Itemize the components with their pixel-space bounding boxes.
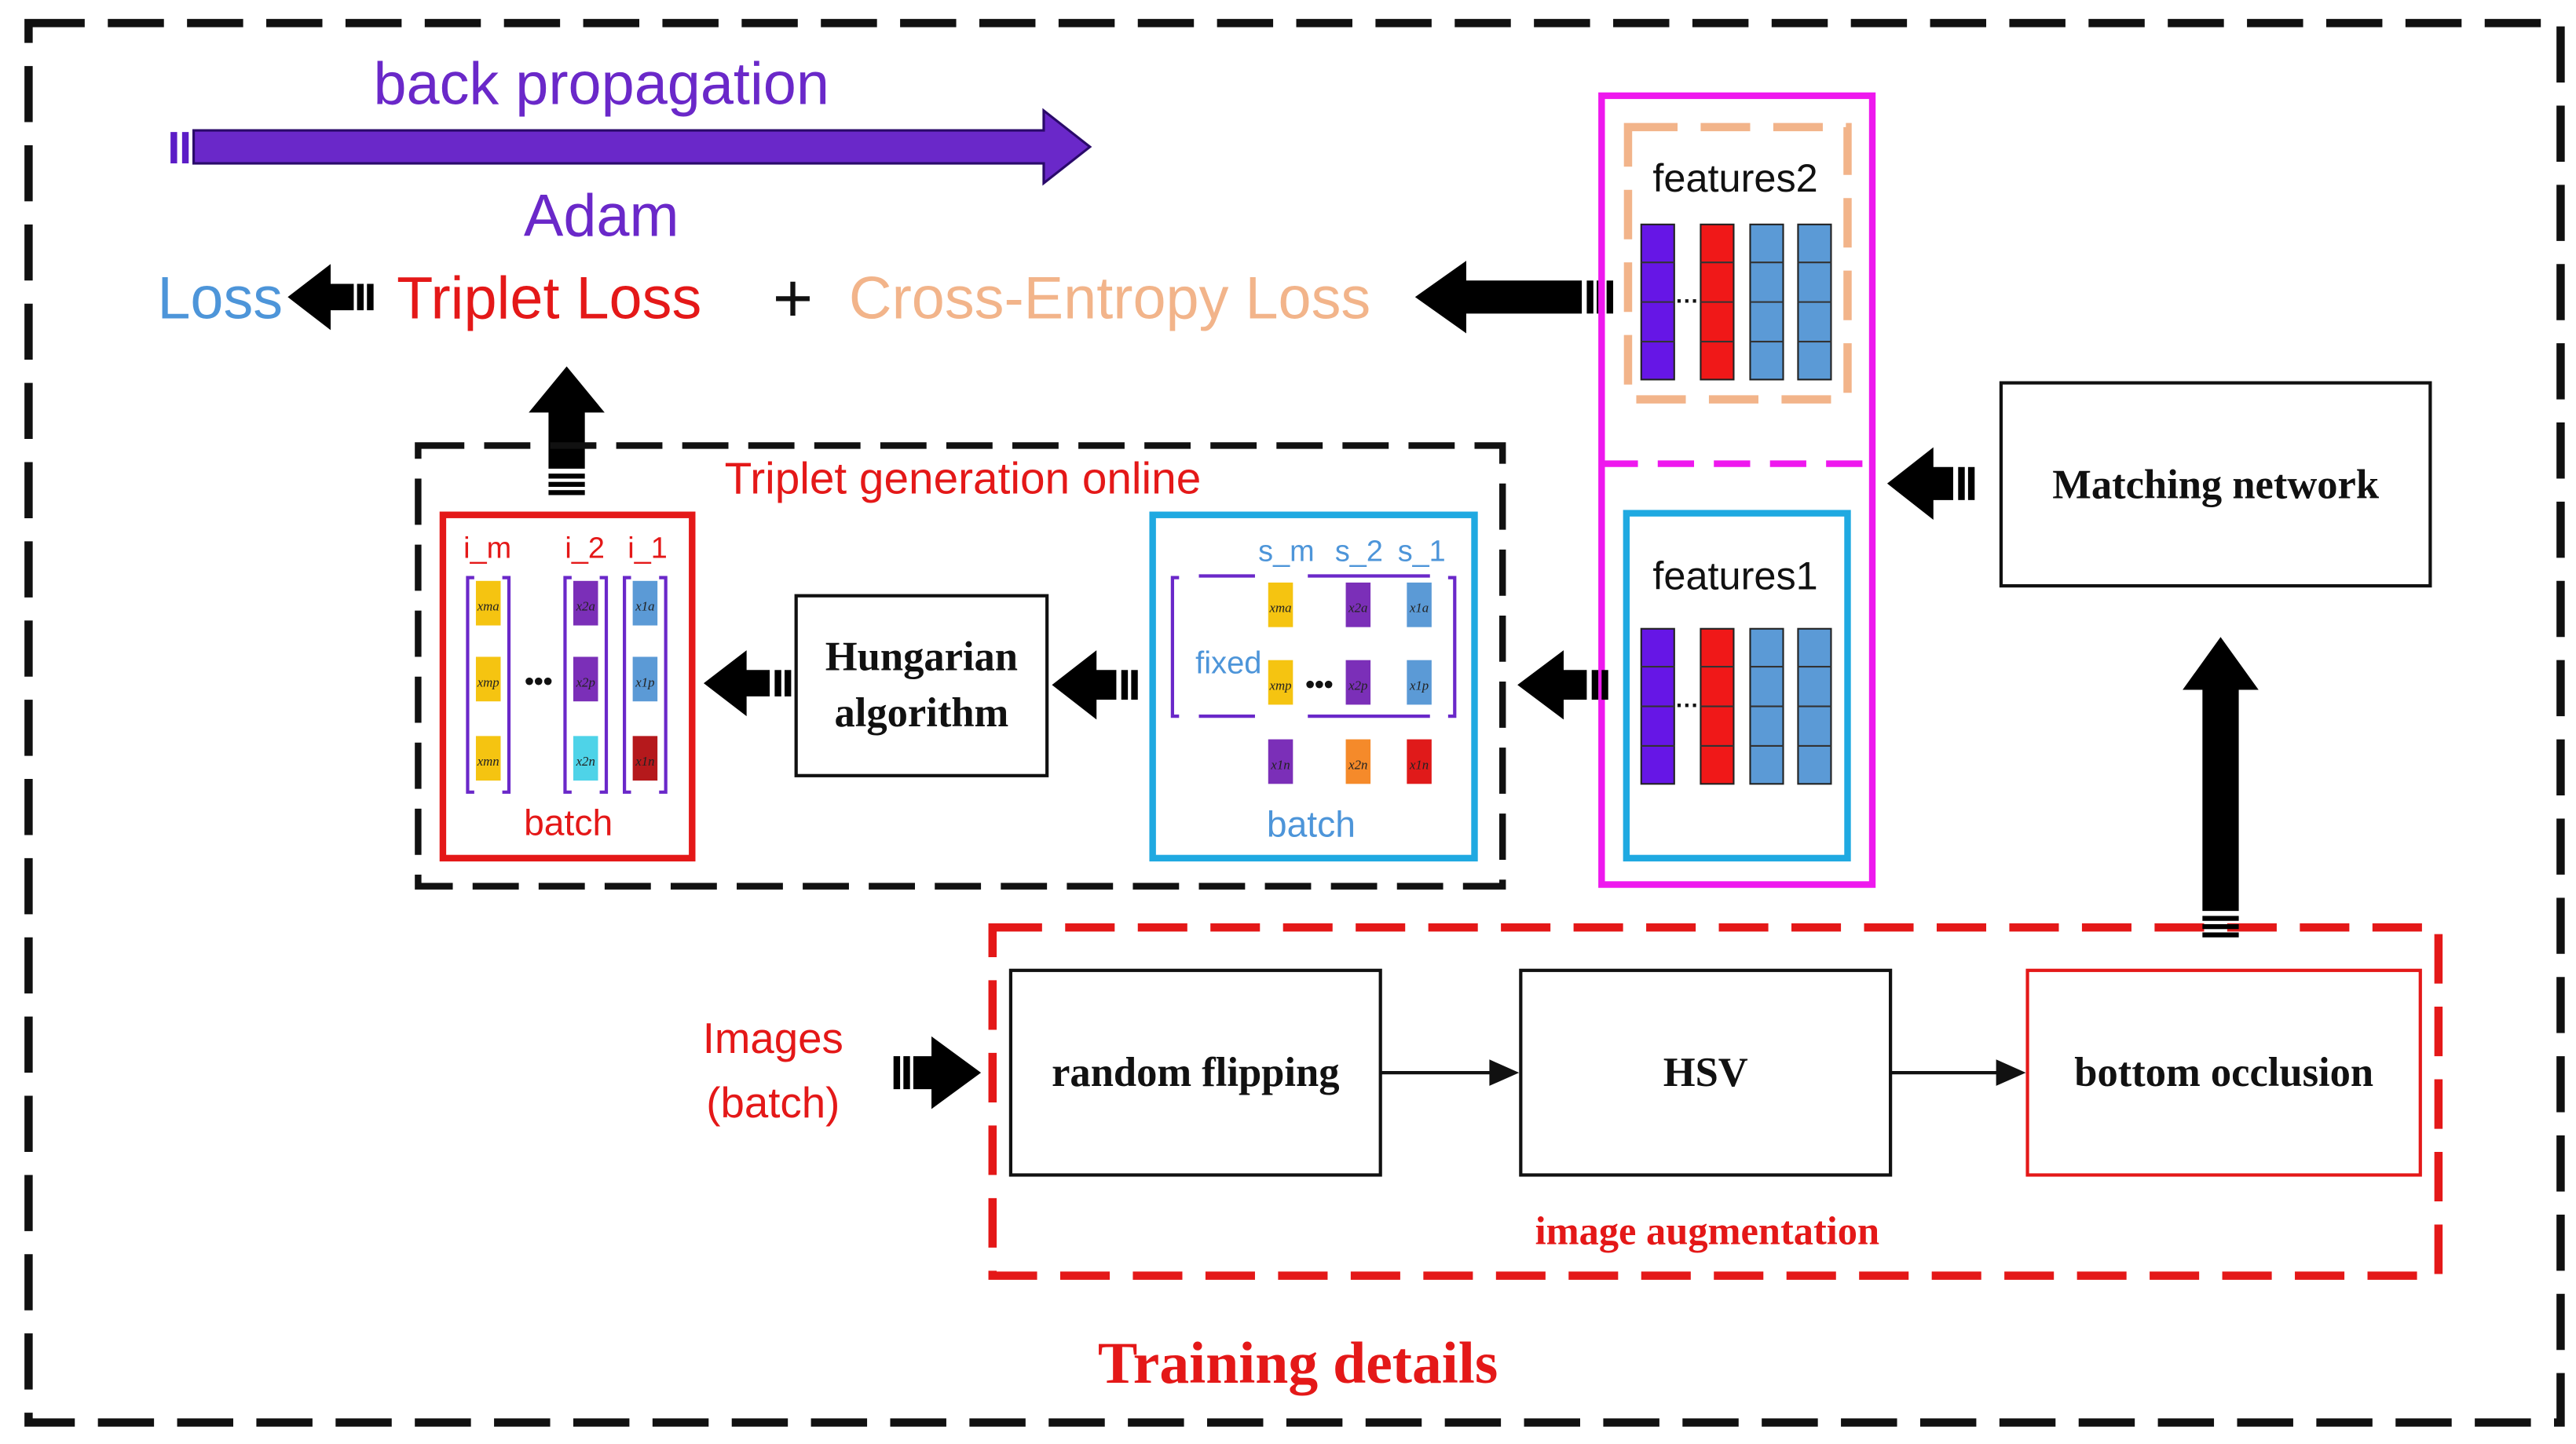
anchor-col-label-m: i_m — [463, 532, 511, 565]
anchor-tile — [573, 580, 598, 626]
fixed-bracket — [1170, 574, 1457, 718]
hsv-to-occlusion-arrow — [1890, 1059, 2026, 1086]
loss-arrow — [287, 264, 374, 331]
plus-sign: + — [773, 259, 814, 337]
augmentation-to-matching-arrow — [2183, 637, 2259, 938]
outer-border — [24, 19, 2565, 1427]
images-label-line1: Images — [703, 1014, 843, 1062]
fixed-label: fixed — [1195, 645, 1261, 680]
matching-network-box — [1999, 381, 2432, 588]
hungarian-label-line2: algorithm — [835, 690, 1009, 736]
anchor-brackets — [466, 576, 668, 794]
random-flipping-label: random flipping — [1052, 1050, 1339, 1095]
anchor-tile — [573, 736, 598, 781]
feature-tile-label: x2n — [1348, 757, 1367, 772]
feature-tile — [1345, 582, 1371, 627]
images-label-line2: (batch) — [706, 1079, 840, 1127]
feature-tile-label: x2p — [1348, 678, 1367, 693]
feature-tile-label: x2a — [1348, 601, 1367, 616]
feature-tile — [1345, 660, 1371, 705]
triplet-up-arrow — [529, 366, 605, 495]
feature-tile — [1407, 660, 1432, 705]
anchor-batch-box — [439, 511, 696, 862]
anchor-tile-label: x1a — [635, 599, 654, 614]
hsv-label: HSV — [1663, 1050, 1748, 1095]
feature-tile — [1268, 660, 1293, 705]
anchor-tile-label: xmn — [477, 754, 499, 769]
feature-col-label-2: s_2 — [1335, 536, 1383, 568]
back-propagation-label: back propagation — [373, 51, 829, 117]
features2-dots: ··· — [1676, 288, 1699, 314]
triplet-generation-box — [415, 442, 1506, 890]
anchor-tile-label: x1n — [635, 754, 654, 769]
loss-label: Loss — [157, 266, 283, 332]
adam-label: Adam — [524, 184, 679, 250]
feature-tile-label: xmp — [1269, 678, 1292, 693]
features-box — [1598, 92, 1876, 888]
triplet-generation-title: Triplet generation online — [725, 454, 1202, 503]
bottom-occlusion-label: bottom occlusion — [2074, 1050, 2373, 1095]
anchor-tile — [632, 736, 658, 781]
feature-tile — [1268, 739, 1293, 784]
anchor-batch-label: batch — [524, 802, 613, 843]
bottom-occlusion-box — [2025, 968, 2422, 1177]
feature-col-label-m: s_m — [1258, 536, 1314, 568]
anchor-tile — [475, 580, 501, 626]
matching-to-features-arrow — [1886, 447, 1975, 521]
anchor-tile-label: x2a — [576, 599, 595, 614]
images-input-arrow — [893, 1036, 982, 1110]
feature-tile-label: xma — [1269, 601, 1292, 616]
feature-tile — [1407, 582, 1432, 627]
augmentation-box — [988, 923, 2443, 1280]
cross-entropy-loss-label: Cross-Entropy Loss — [849, 266, 1370, 332]
anchor-tile-label: x1p — [635, 674, 654, 689]
matching-network-label: Matching network — [2052, 462, 2380, 508]
feature-tiles: xma x2a x1a xmp x2p x1p x1n x2n x1n — [1268, 582, 1432, 784]
features-to-batch-arrow — [1517, 650, 1608, 720]
feature-tile-label: x1p — [1409, 678, 1429, 693]
hungarian-box — [794, 594, 1049, 777]
flip-to-hsv-arrow — [1380, 1059, 1520, 1086]
triplet-loss-label: Triplet Loss — [397, 266, 701, 332]
features1-box — [1623, 510, 1851, 862]
anchor-tile — [573, 656, 598, 702]
feature-tile-label: x1n — [1270, 757, 1290, 772]
feature-tile-label: x1n — [1409, 757, 1429, 772]
feature-tile — [1407, 739, 1432, 784]
feature-tile — [1268, 582, 1293, 627]
feature-batch-label: batch — [1267, 804, 1356, 845]
anchor-dots: ••• — [525, 667, 552, 696]
batch-to-hungarian-arrow — [1052, 650, 1138, 720]
anchor-tile-label: x2p — [576, 674, 595, 689]
feature-tile-label: x1a — [1409, 601, 1429, 616]
anchor-tile-label: x2n — [576, 754, 595, 769]
anchor-tile — [475, 736, 501, 781]
feature-batch-box — [1149, 511, 1478, 862]
features2-dashed-box — [1623, 122, 1852, 404]
ce-arrow — [1414, 261, 1614, 334]
training-details-title: Training details — [1098, 1331, 1498, 1396]
anchor-col-label-1: i_1 — [628, 532, 667, 565]
anchor-tile-label: xmp — [477, 674, 499, 689]
anchor-tile-label: xma — [477, 599, 499, 614]
back-propagation-arrow — [170, 108, 1092, 186]
features1-dots: ··· — [1676, 693, 1699, 718]
anchor-tile — [632, 580, 658, 626]
image-augmentation-title: image augmentation — [1535, 1209, 1880, 1253]
feature-col-label-1: s_1 — [1398, 536, 1446, 568]
anchor-tile — [632, 656, 658, 702]
hungarian-to-batch-arrow — [703, 650, 792, 717]
anchor-tile — [475, 656, 501, 702]
features2-label: features2 — [1652, 155, 1817, 200]
features2-bars: ··· — [1640, 223, 1832, 381]
features1-bars: ··· — [1640, 627, 1832, 785]
features1-label: features1 — [1652, 553, 1817, 598]
feature-tile — [1345, 739, 1371, 784]
feature-dots: ••• — [1305, 671, 1333, 700]
anchor-col-label-2: i_2 — [565, 532, 604, 565]
hungarian-label-line1: Hungarian — [825, 634, 1018, 679]
anchor-tiles: xma x2a x1a xmp x2p x1p xmn x2n x1n — [475, 580, 658, 781]
